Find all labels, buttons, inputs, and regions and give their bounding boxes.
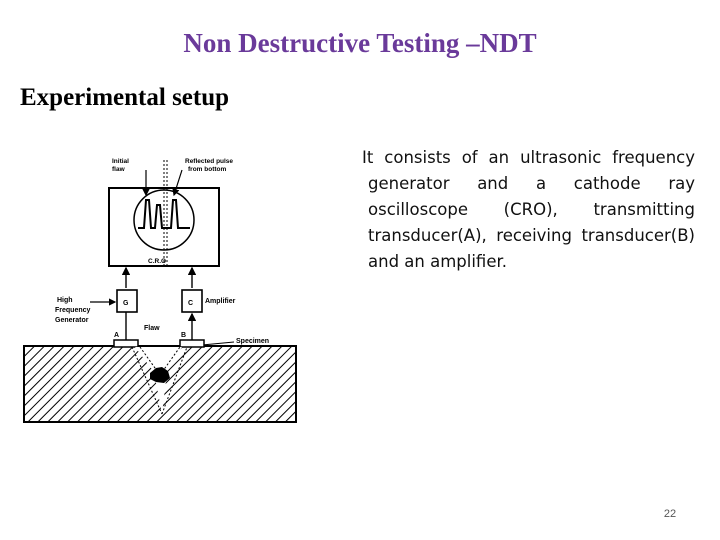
amplifier-label: Amplifier — [205, 298, 236, 305]
reflected-pulse-label-1: Reflected pulse — [185, 158, 233, 165]
high-frequency-label-3: Generator — [55, 317, 89, 324]
c-box-label: C — [188, 300, 193, 307]
high-frequency-label-2: Frequency — [55, 307, 91, 314]
transducer-a — [113, 339, 139, 348]
amplifier-box — [181, 289, 203, 313]
high-frequency-label-1: High — [57, 297, 73, 304]
initial-flaw-label-2: flaw — [112, 166, 126, 173]
ndt-setup-diagram: C.R.O Initial flaw Reflected pulse from … — [23, 158, 297, 423]
specimen-label: Specimen — [236, 338, 269, 345]
transducer-b — [179, 339, 205, 348]
flaw-shape — [150, 367, 170, 383]
transducer-a-label: A — [114, 332, 119, 339]
slide-title: Non Destructive Testing –NDT — [183, 28, 537, 58]
flaw-label: Flaw — [144, 325, 160, 332]
cro-waveform — [138, 199, 190, 229]
transducer-b-label: B — [181, 332, 186, 339]
cro-label: C.R.O — [148, 258, 166, 265]
reflected-pulse-label-2: from bottom — [188, 166, 226, 173]
g-box-label: G — [123, 300, 129, 307]
initial-flaw-label-1: Initial — [112, 158, 129, 165]
slide-subtitle: Experimental setup — [20, 84, 230, 111]
description-text: It consists of an ultrasonic frequency g… — [362, 148, 695, 271]
generator-box — [116, 289, 138, 313]
page-number: 22 — [663, 508, 677, 520]
